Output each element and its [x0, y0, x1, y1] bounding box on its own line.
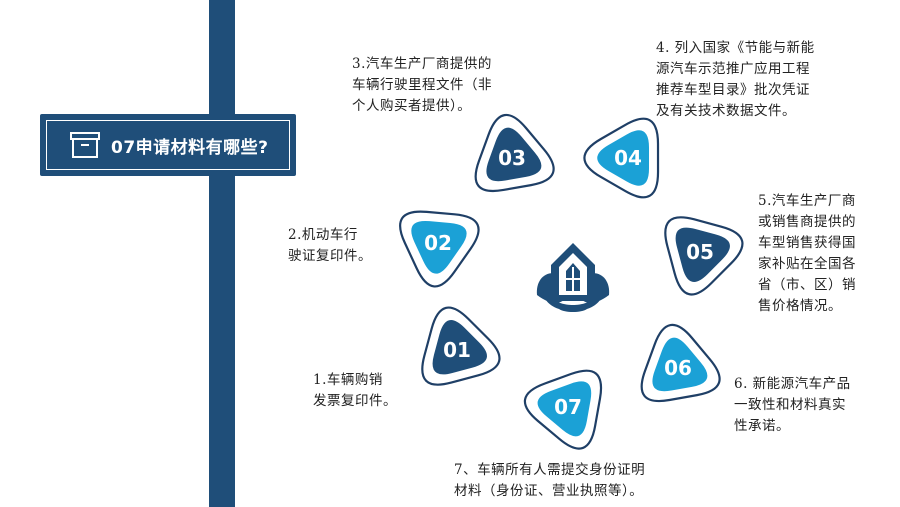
step-number: 05	[686, 240, 714, 264]
step-badge	[486, 127, 542, 182]
page-title: 07申请材料有哪些?	[111, 137, 269, 158]
step-05: 05	[664, 216, 744, 296]
step-01: 01	[421, 306, 501, 386]
step-02: 02	[399, 210, 480, 288]
step-number: 02	[424, 231, 452, 255]
step-06: 06	[640, 323, 721, 403]
step-07: 07	[523, 369, 603, 450]
step-badge	[597, 130, 650, 186]
house-leaf-logo-icon	[536, 243, 610, 312]
step-number: 04	[614, 146, 642, 170]
vertical-accent-bar	[209, 0, 235, 507]
step-number: 03	[498, 146, 526, 170]
step-badge	[411, 221, 467, 274]
step-number: 06	[664, 356, 692, 380]
section-title-box: 07申请材料有哪些?	[40, 114, 296, 176]
box-icon	[70, 132, 100, 158]
step-badge	[537, 381, 592, 437]
step-badge	[652, 337, 708, 392]
step-badge	[432, 320, 487, 375]
step-02-description: 2.机动车行 驶证复印件。	[288, 227, 372, 264]
step-07-description: 7、车辆所有人需提交身份证明 材料（身份证、营业执照等）。	[454, 462, 646, 499]
section-title-frame: 07申请材料有哪些?	[46, 120, 290, 170]
step-04: 04	[583, 117, 660, 199]
step-05-description: 5.汽车生产厂商 或销售商提供的 车型销售获得国 家补贴在全国各 省（市、区）销…	[758, 193, 856, 314]
step-badge	[675, 227, 730, 282]
step-01-description: 1.车辆购销 发票复印件。	[313, 372, 397, 409]
step-03: 03	[474, 114, 555, 193]
step-03-description: 3.汽车生产厂商提供的 车辆行驶里程文件（非 个人购买者提供）。	[352, 56, 492, 114]
step-06-description: 6. 新能源汽车产品 一致性和材料真实 性承诺。	[734, 376, 851, 434]
step-04-description: 4. 列入国家《节能与新能 源汽车示范推广应用工程 推荐车型目录》批次凭证 及有…	[656, 40, 815, 119]
step-number: 01	[443, 338, 471, 362]
step-number: 07	[554, 395, 582, 419]
